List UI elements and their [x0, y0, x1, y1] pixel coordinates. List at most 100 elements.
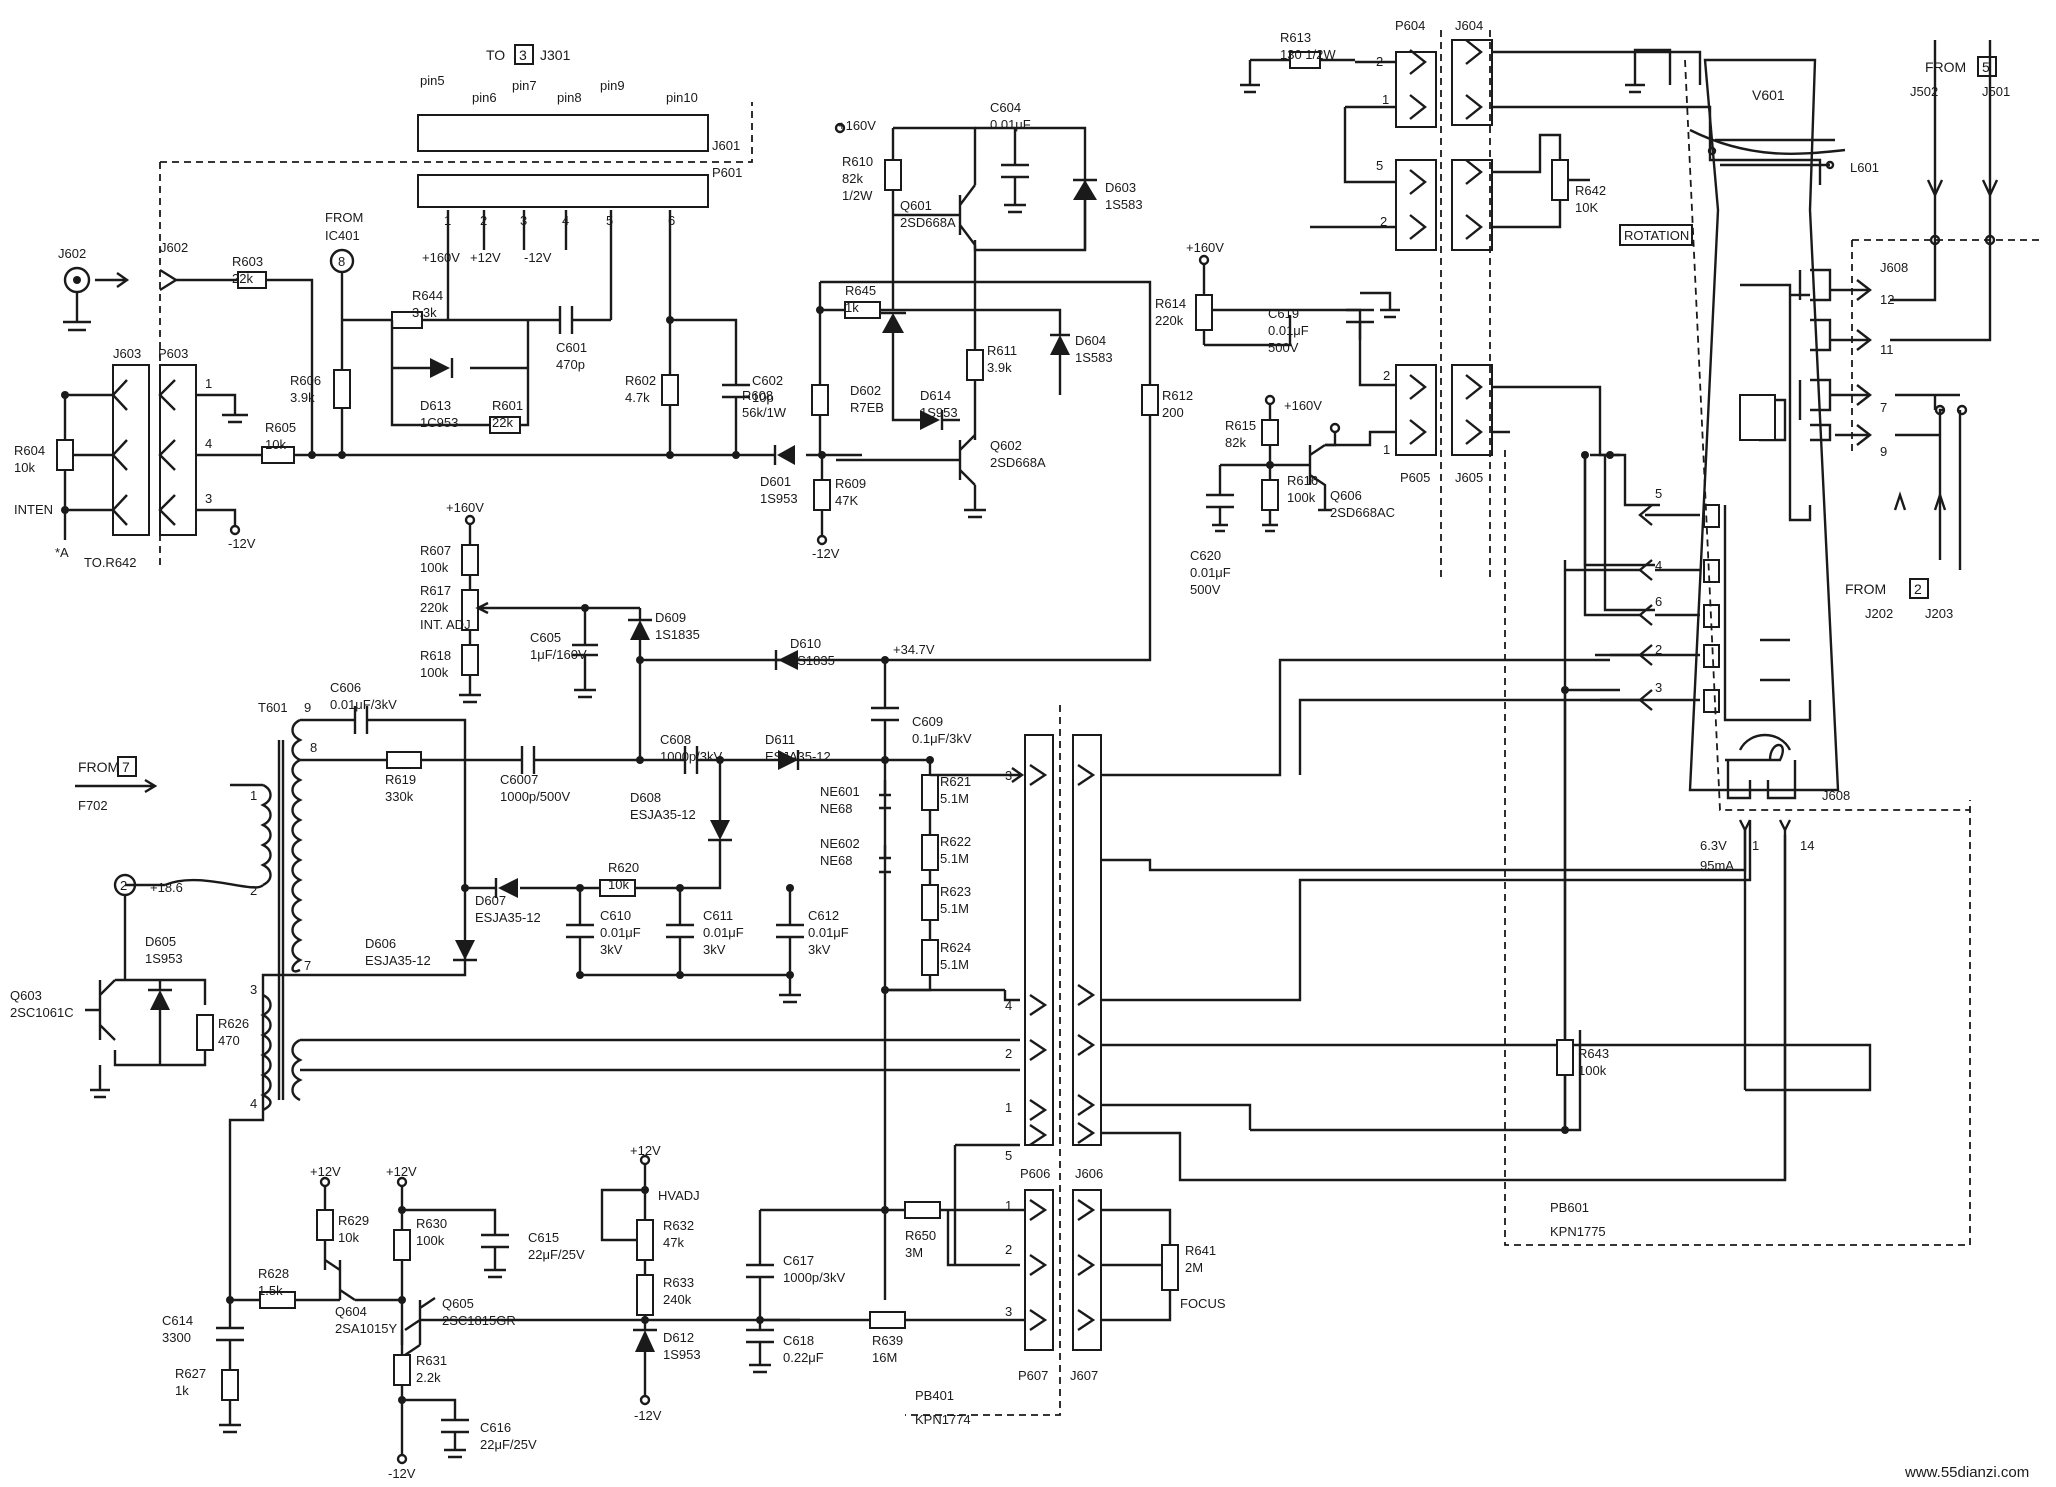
p601-pin-4: 5: [606, 213, 613, 228]
c606-label-1: 0.01μF/3kV: [330, 697, 397, 712]
kpn1775-label: KPN1775: [1550, 1224, 1606, 1239]
r602-label-1: 4.7k: [625, 390, 650, 405]
rail-160-r614: +160V: [1186, 240, 1224, 255]
q604-label-0: Q604: [335, 1304, 367, 1319]
to-j301-num: 3: [519, 47, 527, 63]
rail-160-r607: +160V: [446, 500, 484, 515]
d609-label-0: D609: [655, 610, 686, 625]
c615-label-0: C615: [528, 1230, 559, 1245]
r643-label-0: R643: [1578, 1046, 1609, 1061]
inten-label: INTEN: [14, 502, 53, 517]
r612-label-0: R612: [1162, 388, 1193, 403]
r613-label-0: R613: [1280, 30, 1311, 45]
r618-label-0: R618: [420, 648, 451, 663]
d608-label-0: D608: [630, 790, 661, 805]
t601-pin-0: 9: [304, 700, 311, 715]
c616-label-1: 22μF/25V: [480, 1437, 537, 1452]
p604-pin-3: 2: [1380, 214, 1387, 229]
p607-pin-1: 2: [1005, 1242, 1012, 1257]
from5-prefix: FROM: [1925, 59, 1966, 75]
r645-label-0: R645: [845, 283, 876, 298]
r650-label-0: R650: [905, 1228, 936, 1243]
j502-label: J502: [1910, 84, 1938, 99]
r603-label-1: 22k: [232, 271, 253, 286]
r604-label-0: R604: [14, 443, 45, 458]
ne601-label-0: NE601: [820, 784, 860, 799]
pb401-label: PB401: [915, 1388, 954, 1403]
from5-num-box: [1977, 56, 1997, 77]
p607-pin-2: 3: [1005, 1304, 1012, 1319]
r606-label-1: 3.9k: [290, 390, 315, 405]
c605-label-1: 1μF/160V: [530, 647, 587, 662]
j607-label: J607: [1070, 1368, 1098, 1383]
j608-pin-3: 9: [1880, 444, 1887, 459]
c610-label-0: C610: [600, 908, 631, 923]
j203-label: J203: [1925, 606, 1953, 621]
p605-pin-1: 1: [1383, 442, 1390, 457]
d614-label-1: 1S953: [920, 405, 958, 420]
r642-label-1: 10K: [1575, 200, 1598, 215]
j604-label: J604: [1455, 18, 1483, 33]
j602-label: J602: [160, 240, 188, 255]
p601-rail-2: -12V: [524, 250, 552, 265]
c608-label-1: 1000p/3kV: [660, 749, 722, 764]
r602-label-0: R602: [625, 373, 656, 388]
r633-label-0: R633: [663, 1275, 694, 1290]
c620-label-1: 0.01μF: [1190, 565, 1231, 580]
socket-pin-3: 2: [1655, 642, 1662, 657]
p601-pin-3: 4: [562, 213, 569, 228]
c606-label-0: C606: [330, 680, 361, 695]
t601-pin-6: 4: [250, 1096, 257, 1111]
ne602-label-0: NE602: [820, 836, 860, 851]
c616-label-0: C616: [480, 1420, 511, 1435]
r642-label-0: R642: [1575, 183, 1606, 198]
d607-label-0: D607: [475, 893, 506, 908]
d603-label-1: 1S583: [1105, 197, 1143, 212]
p606-pin-4: 5: [1005, 1148, 1012, 1163]
c6007-label-1: 1000p/500V: [500, 789, 570, 804]
r615-label-0: R615: [1225, 418, 1256, 433]
from-ic401-1: IC401: [325, 228, 360, 243]
r614-label-0: R614: [1155, 296, 1186, 311]
q601-label-1: 2SD668A: [900, 215, 956, 230]
t601-pin-4: 2: [250, 883, 257, 898]
j601-pin-5: pin10: [666, 90, 698, 105]
d613-label-1: 1C953: [420, 415, 458, 430]
r620-label-1: 10k: [608, 877, 629, 892]
rail-12-r629: +12V: [310, 1164, 341, 1179]
heater-current: 95mA: [1700, 858, 1734, 873]
rail-160-q601: +160V: [838, 118, 876, 133]
p604-label: P604: [1395, 18, 1425, 33]
r616-label-0: R616: [1287, 473, 1318, 488]
r639-label-0: R639: [872, 1333, 903, 1348]
r630-label-1: 100k: [416, 1233, 445, 1248]
q602-label-0: Q602: [990, 438, 1022, 453]
q605-label-0: Q605: [442, 1296, 474, 1311]
t601-pin-1: 8: [310, 740, 317, 755]
r621-label-1: 5.1M: [940, 791, 969, 806]
c604-label-1: 0.01μF: [990, 117, 1031, 132]
j601-pin-2: pin7: [512, 78, 537, 93]
r617-label-1: 220k: [420, 600, 449, 615]
q605-label-1: 2SC1815GR: [442, 1313, 516, 1328]
c619-label-0: C619: [1268, 306, 1299, 321]
j608-bottom-label: J608: [1822, 788, 1850, 803]
socket-pin-4: 3: [1655, 680, 1662, 695]
d601-label-1: 1S953: [760, 491, 798, 506]
d605-label-1: 1S953: [145, 951, 183, 966]
d607-label-1: ESJA35-12: [475, 910, 541, 925]
c611-label-1: 0.01μF: [703, 925, 744, 940]
from7-prefix: FROM: [78, 759, 119, 775]
j602-ext-label: J602: [58, 246, 86, 261]
rail-m12-r609: -12V: [812, 546, 840, 561]
heater-pin-1: 14: [1800, 838, 1814, 853]
r616-label-1: 100k: [1287, 490, 1316, 505]
rail-186-num: 2: [120, 878, 127, 893]
r619-label-1: 330k: [385, 789, 414, 804]
socket-pin-2: 6: [1655, 594, 1662, 609]
rail-12-hv: +12V: [630, 1143, 661, 1158]
r626-label-0: R626: [218, 1016, 249, 1031]
to-r642-label: TO.R642: [84, 555, 137, 570]
r622-label-1: 5.1M: [940, 851, 969, 866]
